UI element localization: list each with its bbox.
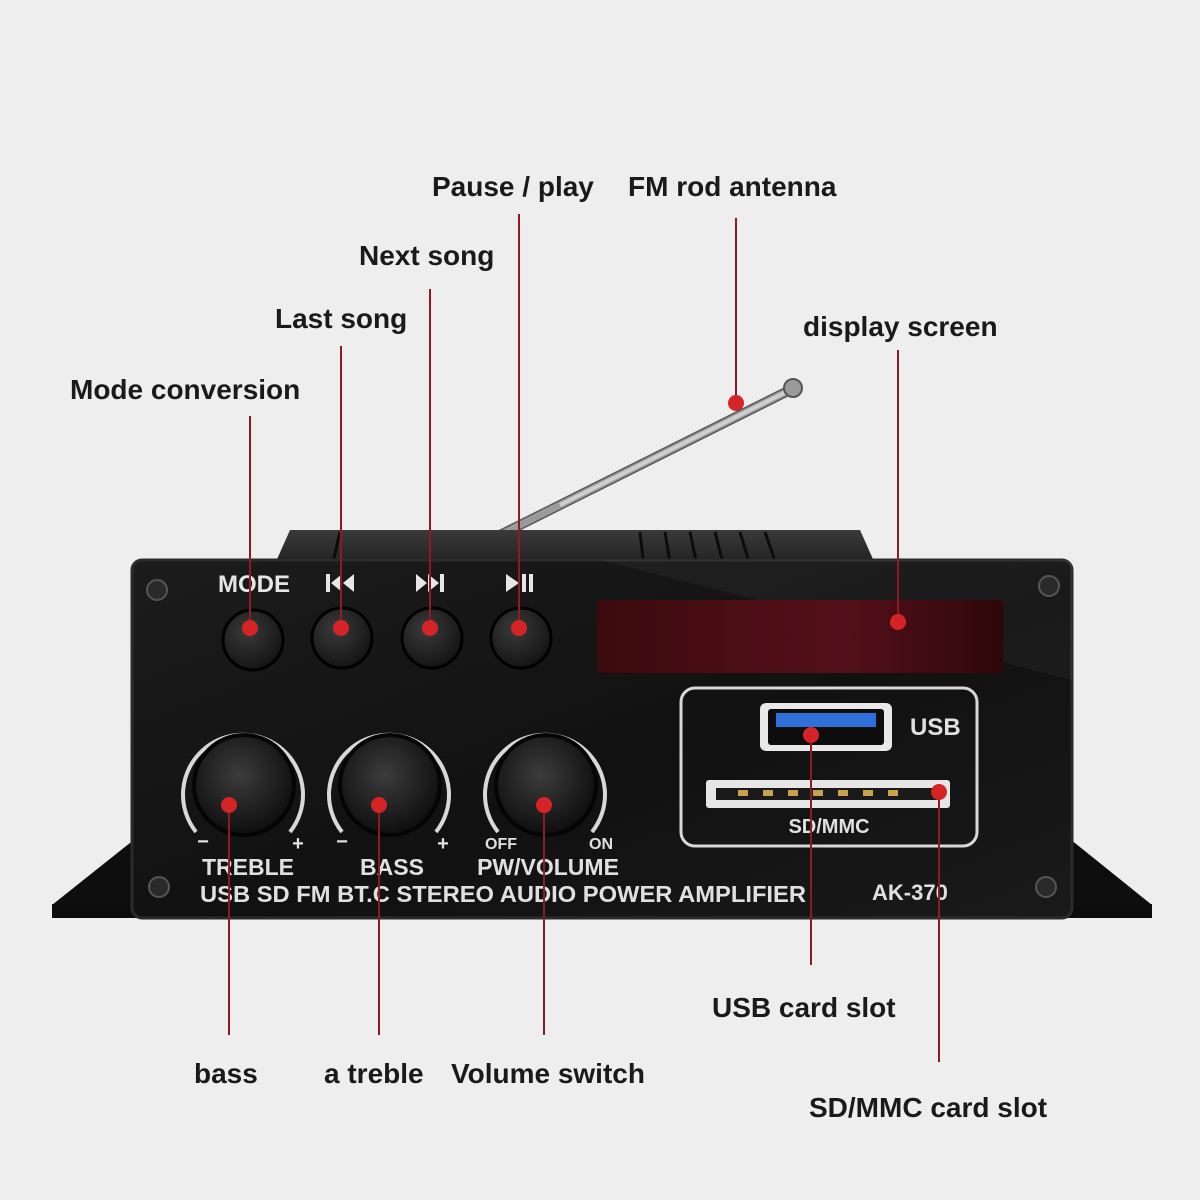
next-song-button[interactable] — [400, 606, 464, 670]
treble-label: TREBLE — [202, 854, 294, 880]
callout-usb-card-slot: USB card slot — [712, 992, 896, 1023]
treble-knob[interactable] — [181, 732, 305, 837]
bass-label: BASS — [360, 854, 424, 880]
callout-mode-conversion: Mode conversion — [70, 374, 301, 405]
callout-fm-antenna: FM rod antenna — [628, 171, 837, 202]
treble-minus: − — [197, 831, 209, 853]
usb-label: USB — [910, 714, 961, 741]
bass-minus: − — [336, 831, 348, 853]
callout-sd-mmc-card-slot: SD/MMC card slot — [809, 1092, 1048, 1123]
bass-knob[interactable] — [327, 732, 451, 837]
mode-label: MODE — [218, 571, 290, 598]
callout-last-song: Last song — [275, 303, 408, 334]
callout-markers — [221, 395, 947, 813]
sd-label: SD/MMC — [788, 816, 869, 838]
callout-bass: bass — [194, 1058, 258, 1089]
volume-knob[interactable] — [483, 732, 607, 837]
callout-a-treble: a treble — [324, 1058, 424, 1089]
model-number: AK-370 — [872, 880, 948, 905]
play-pause-button[interactable] — [489, 606, 553, 670]
callout-display-screen: display screen — [803, 311, 998, 342]
callout-pause-play: Pause / play — [432, 171, 594, 202]
product-line: USB SD FM BT.C STEREO AUDIO POWER AMPLIF… — [200, 881, 806, 907]
panel-screws — [146, 575, 1060, 898]
callout-volume-switch: Volume switch — [451, 1058, 645, 1089]
off-label: OFF — [485, 836, 517, 853]
volume-label: PW/VOLUME — [477, 854, 619, 880]
leader-lines — [228, 214, 940, 1062]
mode-button[interactable] — [221, 608, 285, 672]
play-pause-icon — [506, 574, 533, 592]
display-screen — [597, 600, 1003, 673]
treble-plus: + — [292, 833, 304, 855]
on-label: ON — [589, 836, 613, 853]
skip-previous-icon — [326, 574, 354, 592]
callout-next-song: Next song — [359, 240, 495, 271]
bass-plus: + — [437, 833, 449, 855]
card-slot-panel: USB SD/MMC — [679, 686, 979, 848]
